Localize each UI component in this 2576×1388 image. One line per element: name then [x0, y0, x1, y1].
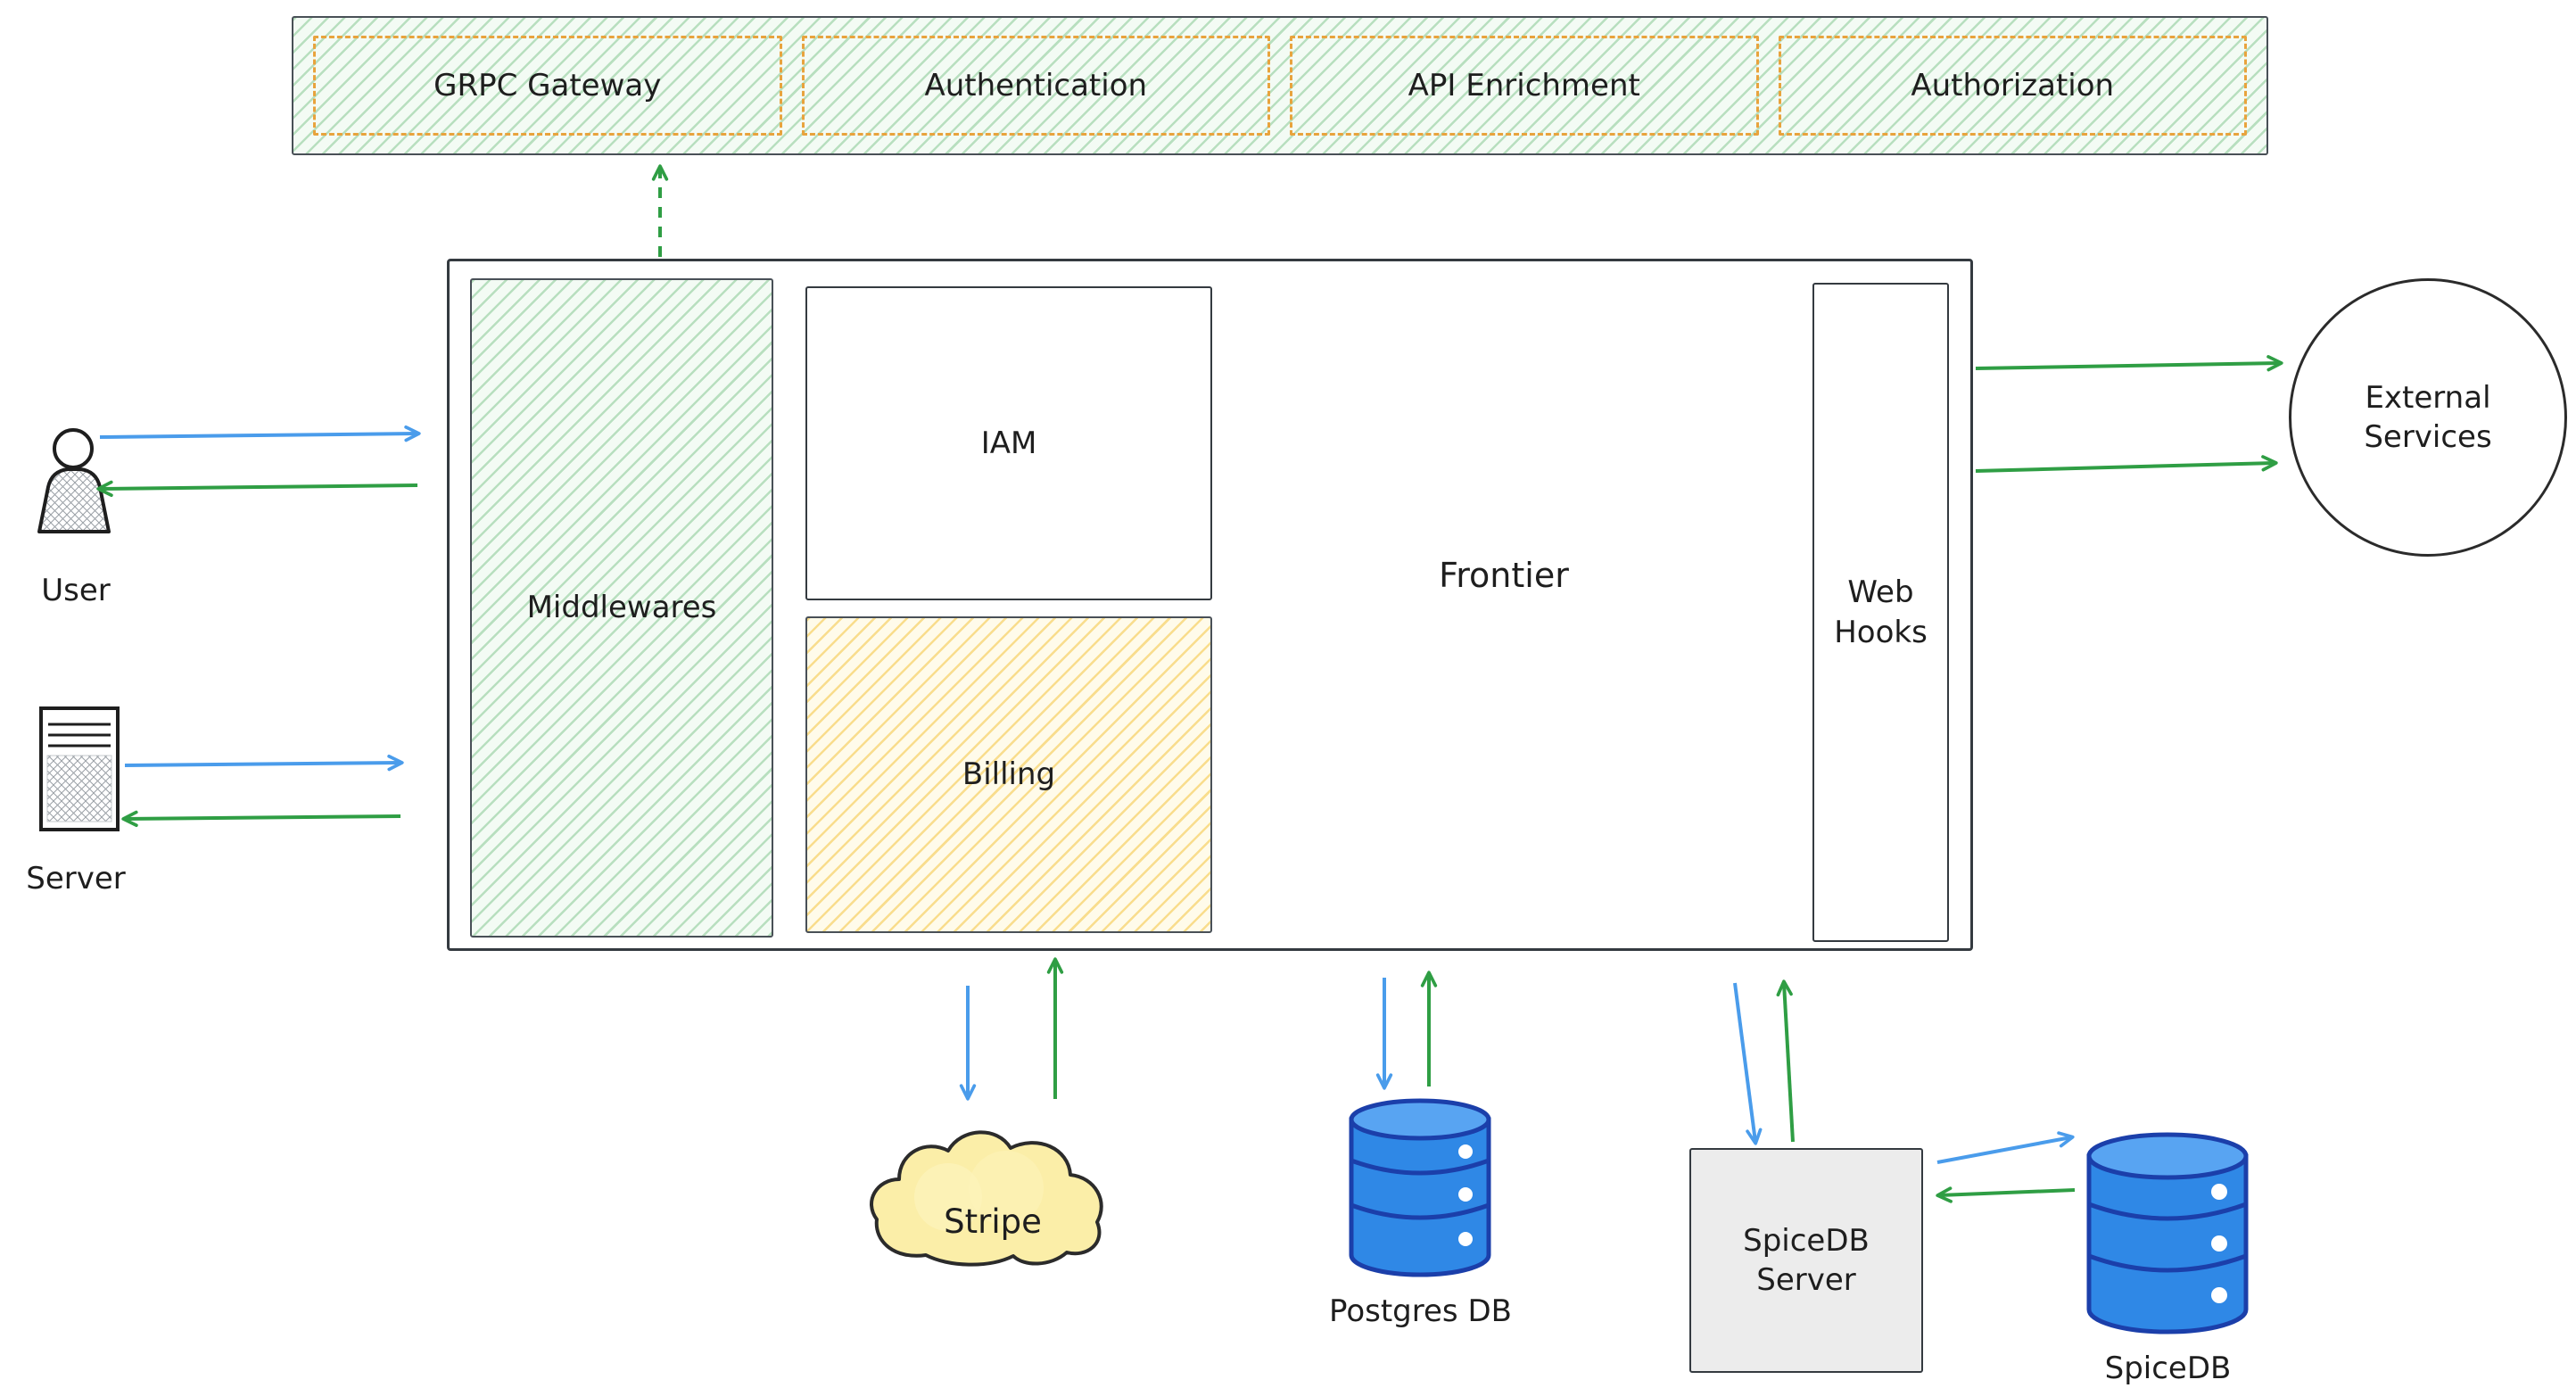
- arrow-server-to-frontier: [124, 754, 404, 772]
- stripe-label: Stripe: [944, 1202, 1042, 1241]
- spicedb-label: SpiceDB: [2104, 1351, 2232, 1386]
- external-services-circle: External Services: [2289, 278, 2567, 557]
- postgres-db-icon: [1349, 1098, 1491, 1277]
- iam-box: IAM: [805, 286, 1212, 600]
- gateway-bar-item-api-enrichment: API Enrichment: [1290, 36, 1759, 136]
- postgres-label: Postgres DB: [1329, 1293, 1512, 1329]
- arrow-webhooks-to-external-2: [1975, 455, 2278, 473]
- server-label: Server: [26, 861, 126, 896]
- middlewares-box: Middlewares: [470, 278, 773, 938]
- arrow-spicedb-server-to-frontier: [1776, 979, 1795, 1143]
- billing-label: Billing: [962, 756, 1056, 793]
- iam-label: IAM: [980, 425, 1037, 461]
- stripe-cloud-icon: [870, 1130, 1103, 1267]
- spicedb-server-label: SpiceDB Server: [1743, 1222, 1870, 1298]
- arrow-frontier-to-spicedb-server: [1733, 982, 1763, 1145]
- middlewares-label: Middlewares: [526, 590, 717, 626]
- gateway-bar: GRPC Gateway Authentication API Enrichme…: [292, 16, 2268, 155]
- arrow-webhooks-to-external-1: [1975, 355, 2283, 372]
- frontier-container: Middlewares IAM Billing Frontier Web Hoo…: [447, 259, 1973, 951]
- spicedb-db-icon: [2086, 1132, 2249, 1334]
- external-services-label: External Services: [2364, 379, 2492, 455]
- gateway-bar-item-label: Authorization: [1911, 68, 2115, 103]
- spicedb-server-box: SpiceDB Server: [1689, 1148, 1923, 1373]
- gateway-bar-item-label: GRPC Gateway: [433, 68, 662, 103]
- arrow-user-to-frontier: [99, 425, 421, 442]
- user-icon: [37, 428, 111, 533]
- arrow-frontier-to-user: [96, 480, 418, 498]
- arrow-frontier-to-server: [121, 810, 401, 828]
- arrow-spicedb-to-spicedb-server: [1936, 1186, 2076, 1203]
- gateway-bar-item-authorization: Authorization: [1778, 36, 2247, 136]
- gateway-bar-item-label: Authentication: [924, 68, 1148, 103]
- gateway-bar-item-authentication: Authentication: [801, 36, 1270, 136]
- webhooks-box: Web Hooks: [1812, 283, 1949, 942]
- frontier-label: Frontier: [1439, 556, 1569, 595]
- gateway-bar-item-label: API Enrichment: [1408, 68, 1640, 103]
- server-icon: [39, 706, 120, 831]
- gateway-bar-item-grpc-gateway: GRPC Gateway: [313, 36, 782, 136]
- arrow-spicedb-server-to-spicedb: [1936, 1131, 2075, 1164]
- billing-box: Billing: [805, 616, 1212, 933]
- webhooks-label: Web Hooks: [1834, 574, 1928, 650]
- user-label: User: [41, 573, 111, 608]
